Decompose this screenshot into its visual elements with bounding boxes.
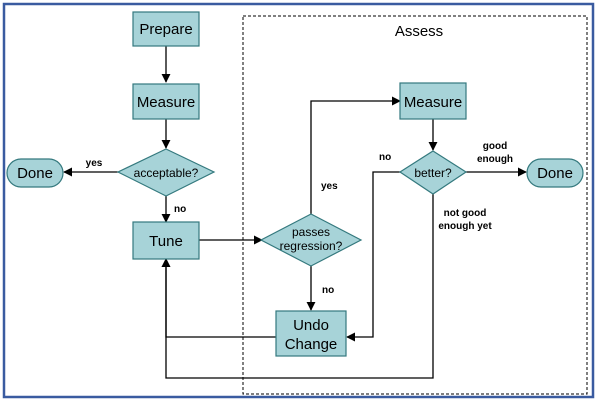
edge-label-good-line2: enough [477,154,513,165]
edge-better-tune [161,194,434,379]
tune-node [132,221,200,260]
edge-label-good-line1: good [483,141,507,152]
acceptable-label: acceptable? [134,166,199,180]
measure-node-left [132,83,200,120]
acceptable-decision [116,148,216,197]
better-decision [398,150,468,195]
edge-label-yes-acceptable: yes [86,158,103,169]
undo-label-line1: Undo [293,317,329,334]
tune-label: Tune [149,233,183,250]
done-right-node [526,158,584,188]
passes-label-line2: regression? [280,239,343,253]
measure-left-label: Measure [137,94,195,111]
passes-label-line1: passes [292,225,330,239]
edge-label-yes-passes: yes [321,181,338,192]
prepare-label: Prepare [139,21,192,38]
measure-node-right [399,82,467,120]
edge-label-no-passes: no [322,285,334,296]
edge-label-no-acceptable: no [174,204,186,215]
assess-region-title: Assess [395,23,443,40]
done-left-label: Done [17,165,53,182]
edge-label-no-better: no [379,152,391,163]
prepare-node [132,11,200,47]
edge-label-not-good-line2: enough yet [438,221,492,232]
edge-passes-measure [310,96,401,214]
outer-frame [2,2,595,399]
better-label: better? [414,166,452,180]
edge-label-not-good-line1: not good [444,208,487,219]
undo-label-line2: Change [285,336,338,353]
done-left-node [6,158,64,188]
measure-right-label: Measure [404,94,462,111]
done-right-label: Done [537,165,573,182]
undo-change-node [275,310,347,357]
passes-regression-decision [259,213,363,267]
edge-undo-tune [161,258,276,338]
assess-region [242,15,588,395]
edge-better-undo [346,171,402,342]
